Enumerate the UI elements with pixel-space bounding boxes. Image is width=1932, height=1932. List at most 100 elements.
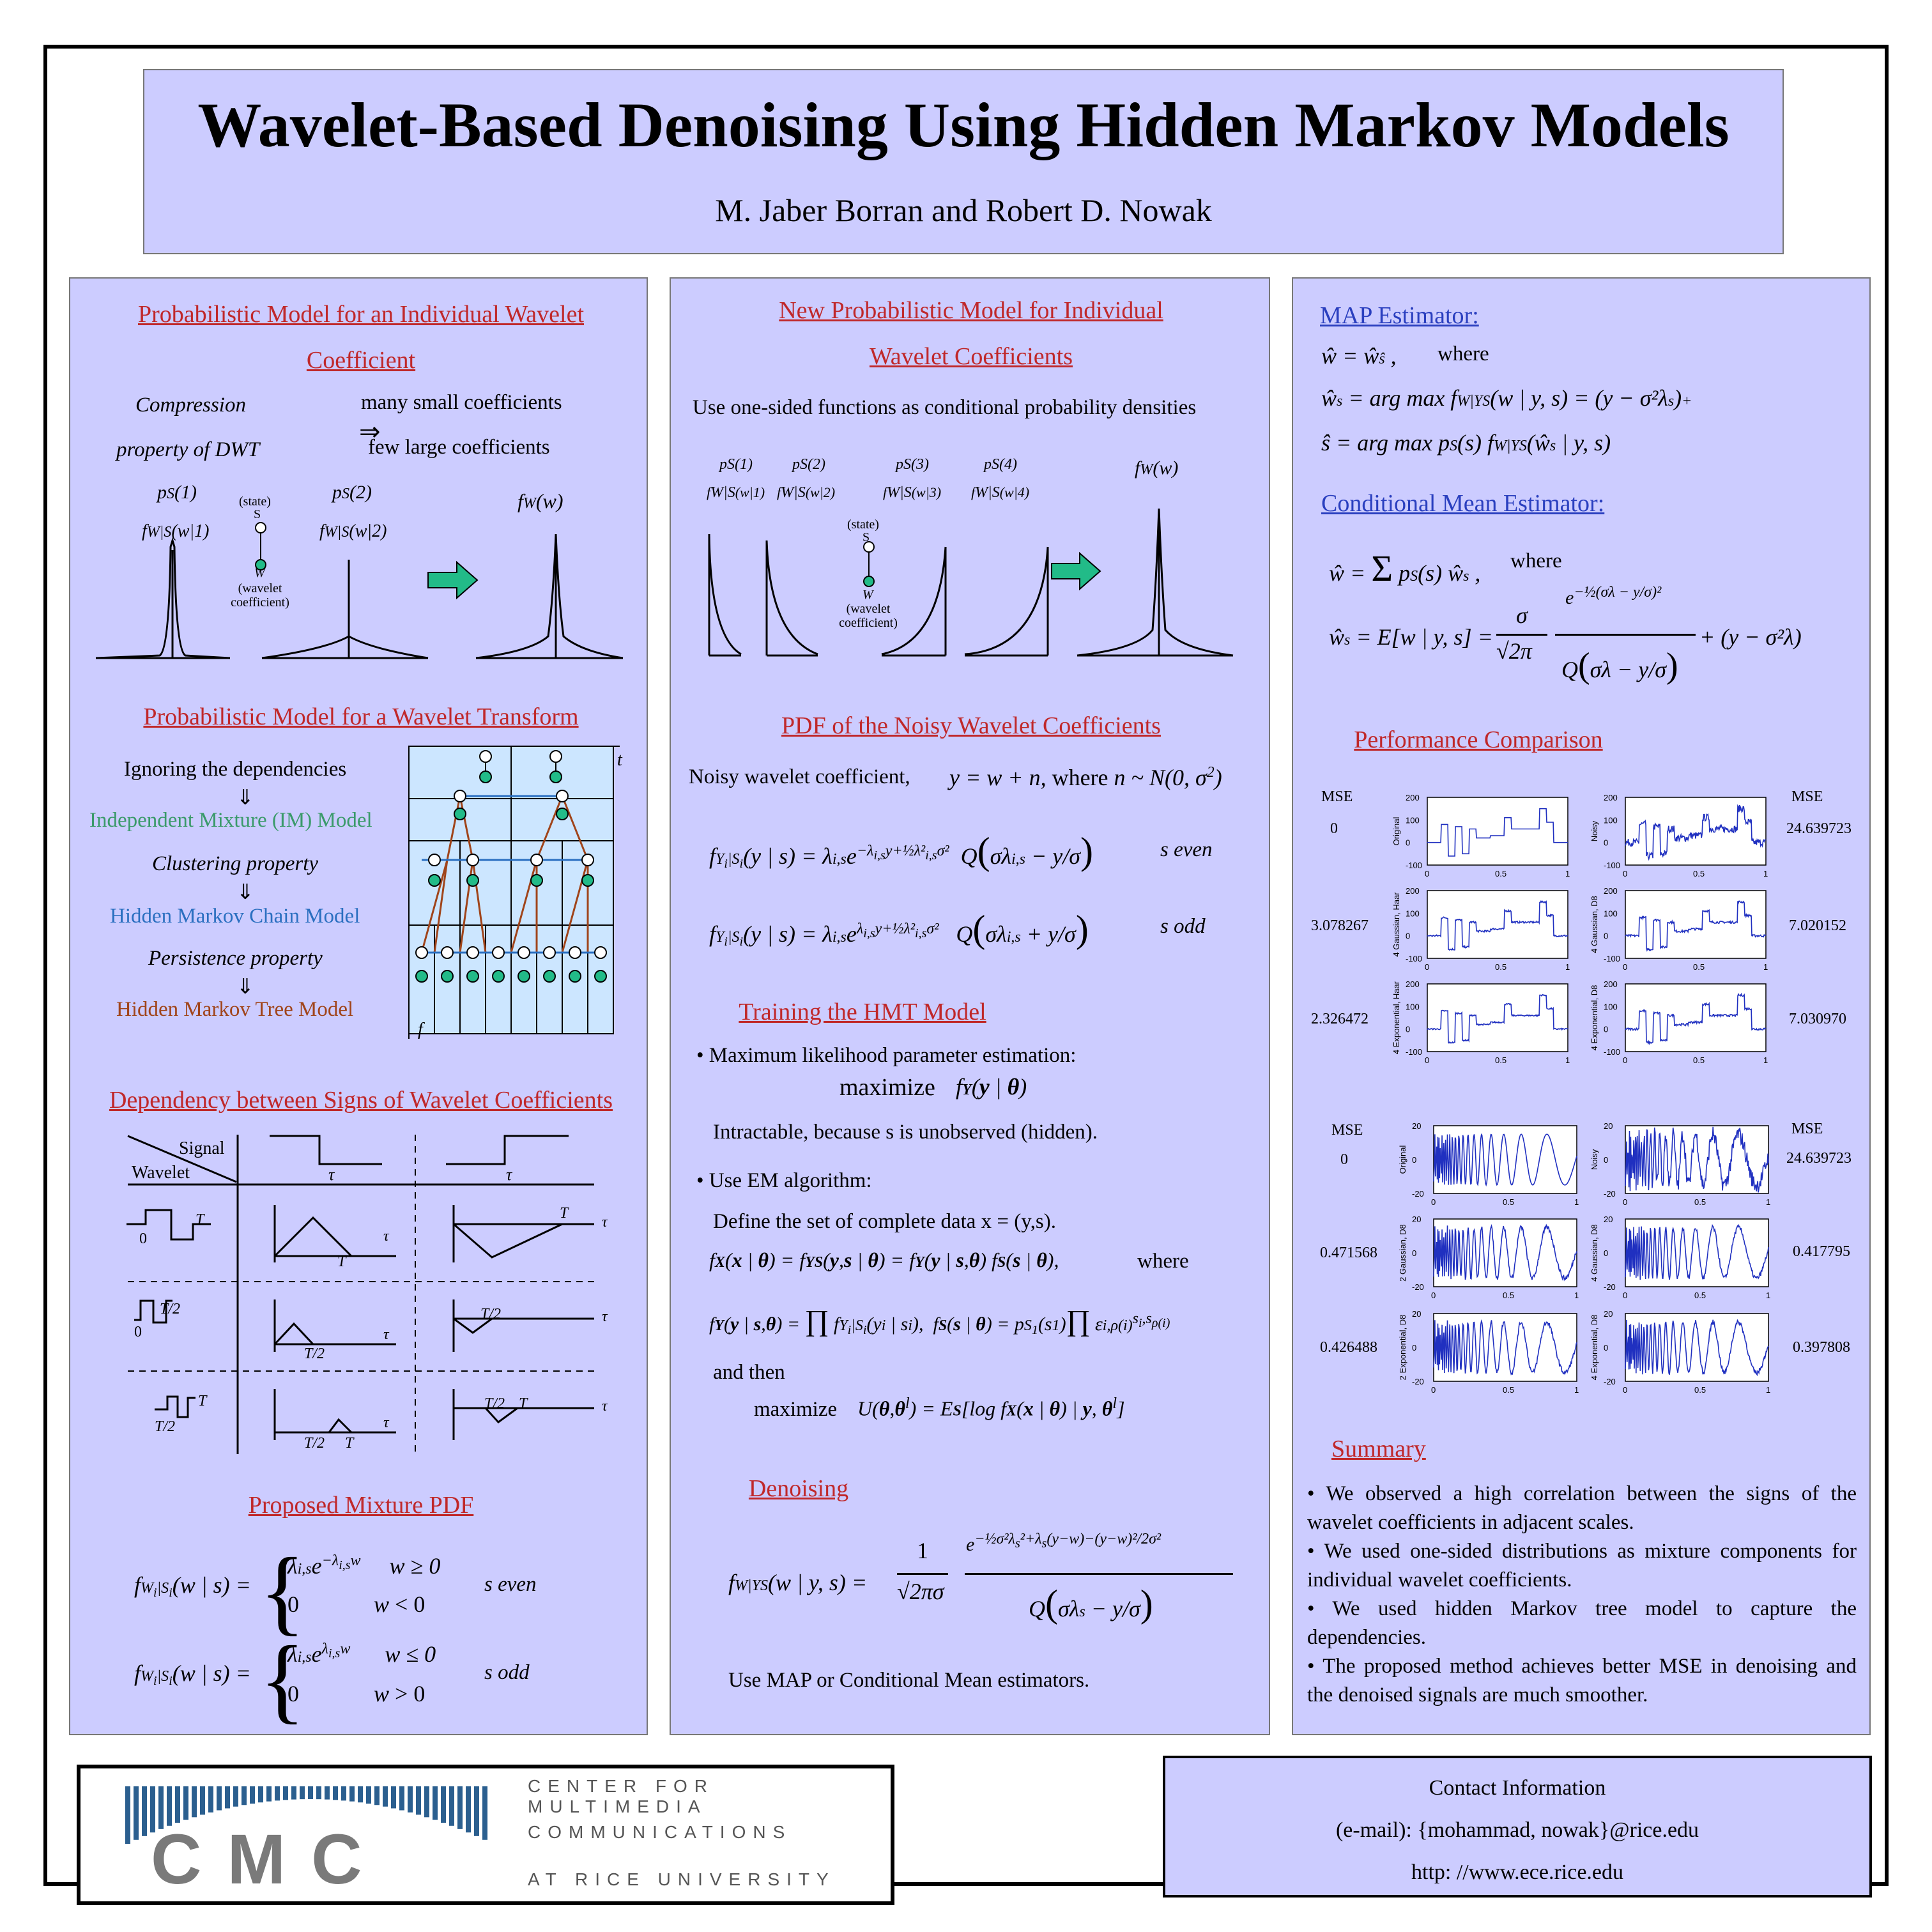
chirp-left-2-ytick: -20	[1412, 1377, 1424, 1386]
map-eq-3: ŝ = arg max pS(s) fW|YS(ŵs | y, s)	[1321, 430, 1611, 456]
block-left-2-ylabel: 4 Exponential, Haar	[1392, 981, 1401, 1054]
row3-T-b: T	[519, 1395, 528, 1412]
tau-label-1: τ	[328, 1165, 335, 1184]
mixture-odd-case2: 0 w > 0	[288, 1681, 425, 1706]
mse-header-left-2: MSE	[1331, 1122, 1363, 1138]
row1-T-a: T	[337, 1254, 346, 1270]
denoising-frac-num: 1	[917, 1538, 928, 1563]
chirp-mse-right-0: 24.639723	[1786, 1150, 1851, 1167]
chirp-left-2-ylabel: 2 Exponential, D8	[1398, 1315, 1407, 1381]
logo-bar	[158, 1786, 164, 1829]
logo-line-3: AT RICE UNIVERSITY	[528, 1869, 836, 1889]
chirp-right-0-series	[1625, 1126, 1769, 1193]
section-title-summary: Summary	[1331, 1436, 1426, 1462]
logo-bar	[225, 1786, 230, 1809]
block-right-0-series	[1625, 804, 1767, 861]
row1-T-b: T	[560, 1205, 569, 1222]
row2-tau-b: τ	[602, 1308, 608, 1325]
chirp-right-2-series	[1625, 1319, 1769, 1377]
chirp-left-1-ytick: -20	[1412, 1282, 1424, 1292]
map-where: where	[1438, 342, 1489, 365]
logo-bar	[308, 1786, 313, 1799]
block-left-1-ytick: 200	[1406, 886, 1420, 896]
chirp-right-0-ylabel: Noisy	[1590, 1149, 1599, 1170]
chirp-right-0-ytick: -20	[1604, 1189, 1616, 1199]
chirp-right-0-ytick: 0	[1604, 1155, 1608, 1165]
mse-header-right-1: MSE	[1791, 788, 1823, 805]
mse-header-left-1: MSE	[1321, 788, 1353, 805]
block-mse-left-1: 3.078267	[1311, 917, 1368, 934]
chirp-left-1-xtick: 0	[1431, 1291, 1436, 1300]
wavelet-label: Wavelet	[132, 1163, 190, 1183]
likelihood-eq: fY(y | θ)	[956, 1074, 1027, 1100]
one-sided-text: Use one-sided functions as conditional p…	[693, 396, 1197, 419]
block-right-0-xtick: 0.5	[1693, 869, 1705, 878]
logo-bar	[125, 1786, 130, 1844]
mixture-density-sketch	[95, 522, 624, 659]
right-arrow-icon	[1051, 551, 1101, 591]
block-right-0-ylabel: Noisy	[1590, 820, 1599, 841]
row3-T2-a: T/2	[304, 1435, 325, 1452]
summary-item-1: • We observed a high correlation between…	[1307, 1482, 1857, 1534]
block-right-2-xtick: 0.5	[1693, 1055, 1705, 1065]
brace-even: {	[259, 1538, 305, 1644]
new-ps2: pS(2)	[792, 456, 825, 473]
s-even-label-1: s even	[484, 1573, 537, 1596]
denoising-exp-den: Q(σλs − y/σ)	[1029, 1583, 1153, 1625]
wavelet-T2-label-3: T/2	[155, 1418, 176, 1435]
chirp-left-2-xtick: 1	[1574, 1385, 1579, 1395]
logo-bar	[383, 1786, 388, 1807]
chirp-left-0-xtick: 1	[1574, 1197, 1579, 1207]
s-even-label-2: s even	[1160, 838, 1213, 861]
chirp-right-1-xtick: 0.5	[1694, 1291, 1706, 1300]
chirp-left-2-ytick: 0	[1412, 1343, 1416, 1353]
logo-bar	[241, 1786, 247, 1805]
block-left-2-ytick: 0	[1406, 1025, 1410, 1034]
block-mse-right-1: 7.020152	[1789, 917, 1846, 934]
section-title-map: MAP Estimator:	[1320, 302, 1479, 329]
cme-eq-2: ŵs = E[w | y, s] =	[1329, 624, 1493, 650]
contact-title: Contact Information	[1429, 1776, 1606, 1800]
logo-bar	[366, 1786, 371, 1804]
section-title-sign-dependency: Dependency between Signs of Wavelet Coef…	[109, 1087, 613, 1114]
cme-exp-den: Q(σλ − y/σ)	[1561, 646, 1678, 686]
block-left-1-ytick: 100	[1406, 908, 1420, 918]
chirp-left-1-ytick: 0	[1412, 1248, 1416, 1258]
block-right-1-xtick: 1	[1763, 962, 1768, 972]
chirp-right-0-ytick: 20	[1604, 1121, 1613, 1131]
mixture-odd-case1: λi,seλi,sw w ≤ 0	[288, 1641, 436, 1667]
chirp-right-2-ytick: -20	[1604, 1377, 1616, 1386]
chirp-left-1-xtick: 0.5	[1503, 1291, 1514, 1300]
new-state-s: S	[862, 530, 870, 544]
chirp-mse-right-2: 0.397808	[1793, 1339, 1850, 1356]
denoising-posterior-lhs: fW|YS(w | y, s) =	[728, 1570, 868, 1595]
chirp-right-1-xtick: 1	[1766, 1291, 1770, 1300]
ps2-label: pS(2)	[332, 482, 372, 503]
section-title-performance: Performance Comparison	[1354, 726, 1603, 753]
noisy-pdf-even-eq: fYi|Si(y | s) = λi,se−λi,sy+½λ²i,sσ² Q(σ…	[709, 830, 1093, 872]
logo-bar	[374, 1786, 379, 1805]
block-right-2-ytick: 200	[1604, 979, 1618, 989]
new-state-label: (state)	[847, 518, 879, 532]
block-left-1-xtick: 0.5	[1495, 962, 1506, 972]
axis-t-label: t	[617, 750, 622, 770]
define-text: Define the set of complete data x = (y,s…	[713, 1210, 1056, 1233]
clustering-label: Clustering property	[152, 852, 319, 875]
chirp-left-0-xtick: 0	[1431, 1197, 1436, 1207]
cmc-logo: CMC CENTER FOR MULTIMEDIA COMMUNICATIONS…	[77, 1765, 894, 1905]
row3-T2-b: T/2	[484, 1395, 505, 1412]
block-left-1-ylabel: 4 Gaussian, Haar	[1392, 892, 1401, 957]
logo-bar	[333, 1786, 338, 1800]
logo-bar	[325, 1786, 330, 1800]
where-label-em: where	[1137, 1250, 1189, 1273]
block-left-2-ytick: 200	[1406, 979, 1420, 989]
logo-bar	[175, 1786, 180, 1823]
chirp-left-0-ylabel: Original	[1398, 1145, 1407, 1174]
chirp-right-1-ytick: 20	[1604, 1215, 1613, 1224]
new-fws1: fW|S(w|1)	[707, 484, 765, 501]
logo-bar	[134, 1786, 139, 1840]
logo-bar	[150, 1786, 155, 1833]
block-right-2-xtick: 1	[1763, 1055, 1768, 1065]
section-title-new-model: New Probabilistic Model for Individual W…	[779, 297, 1163, 370]
wavelet-T2-label-1: T/2	[160, 1301, 181, 1317]
